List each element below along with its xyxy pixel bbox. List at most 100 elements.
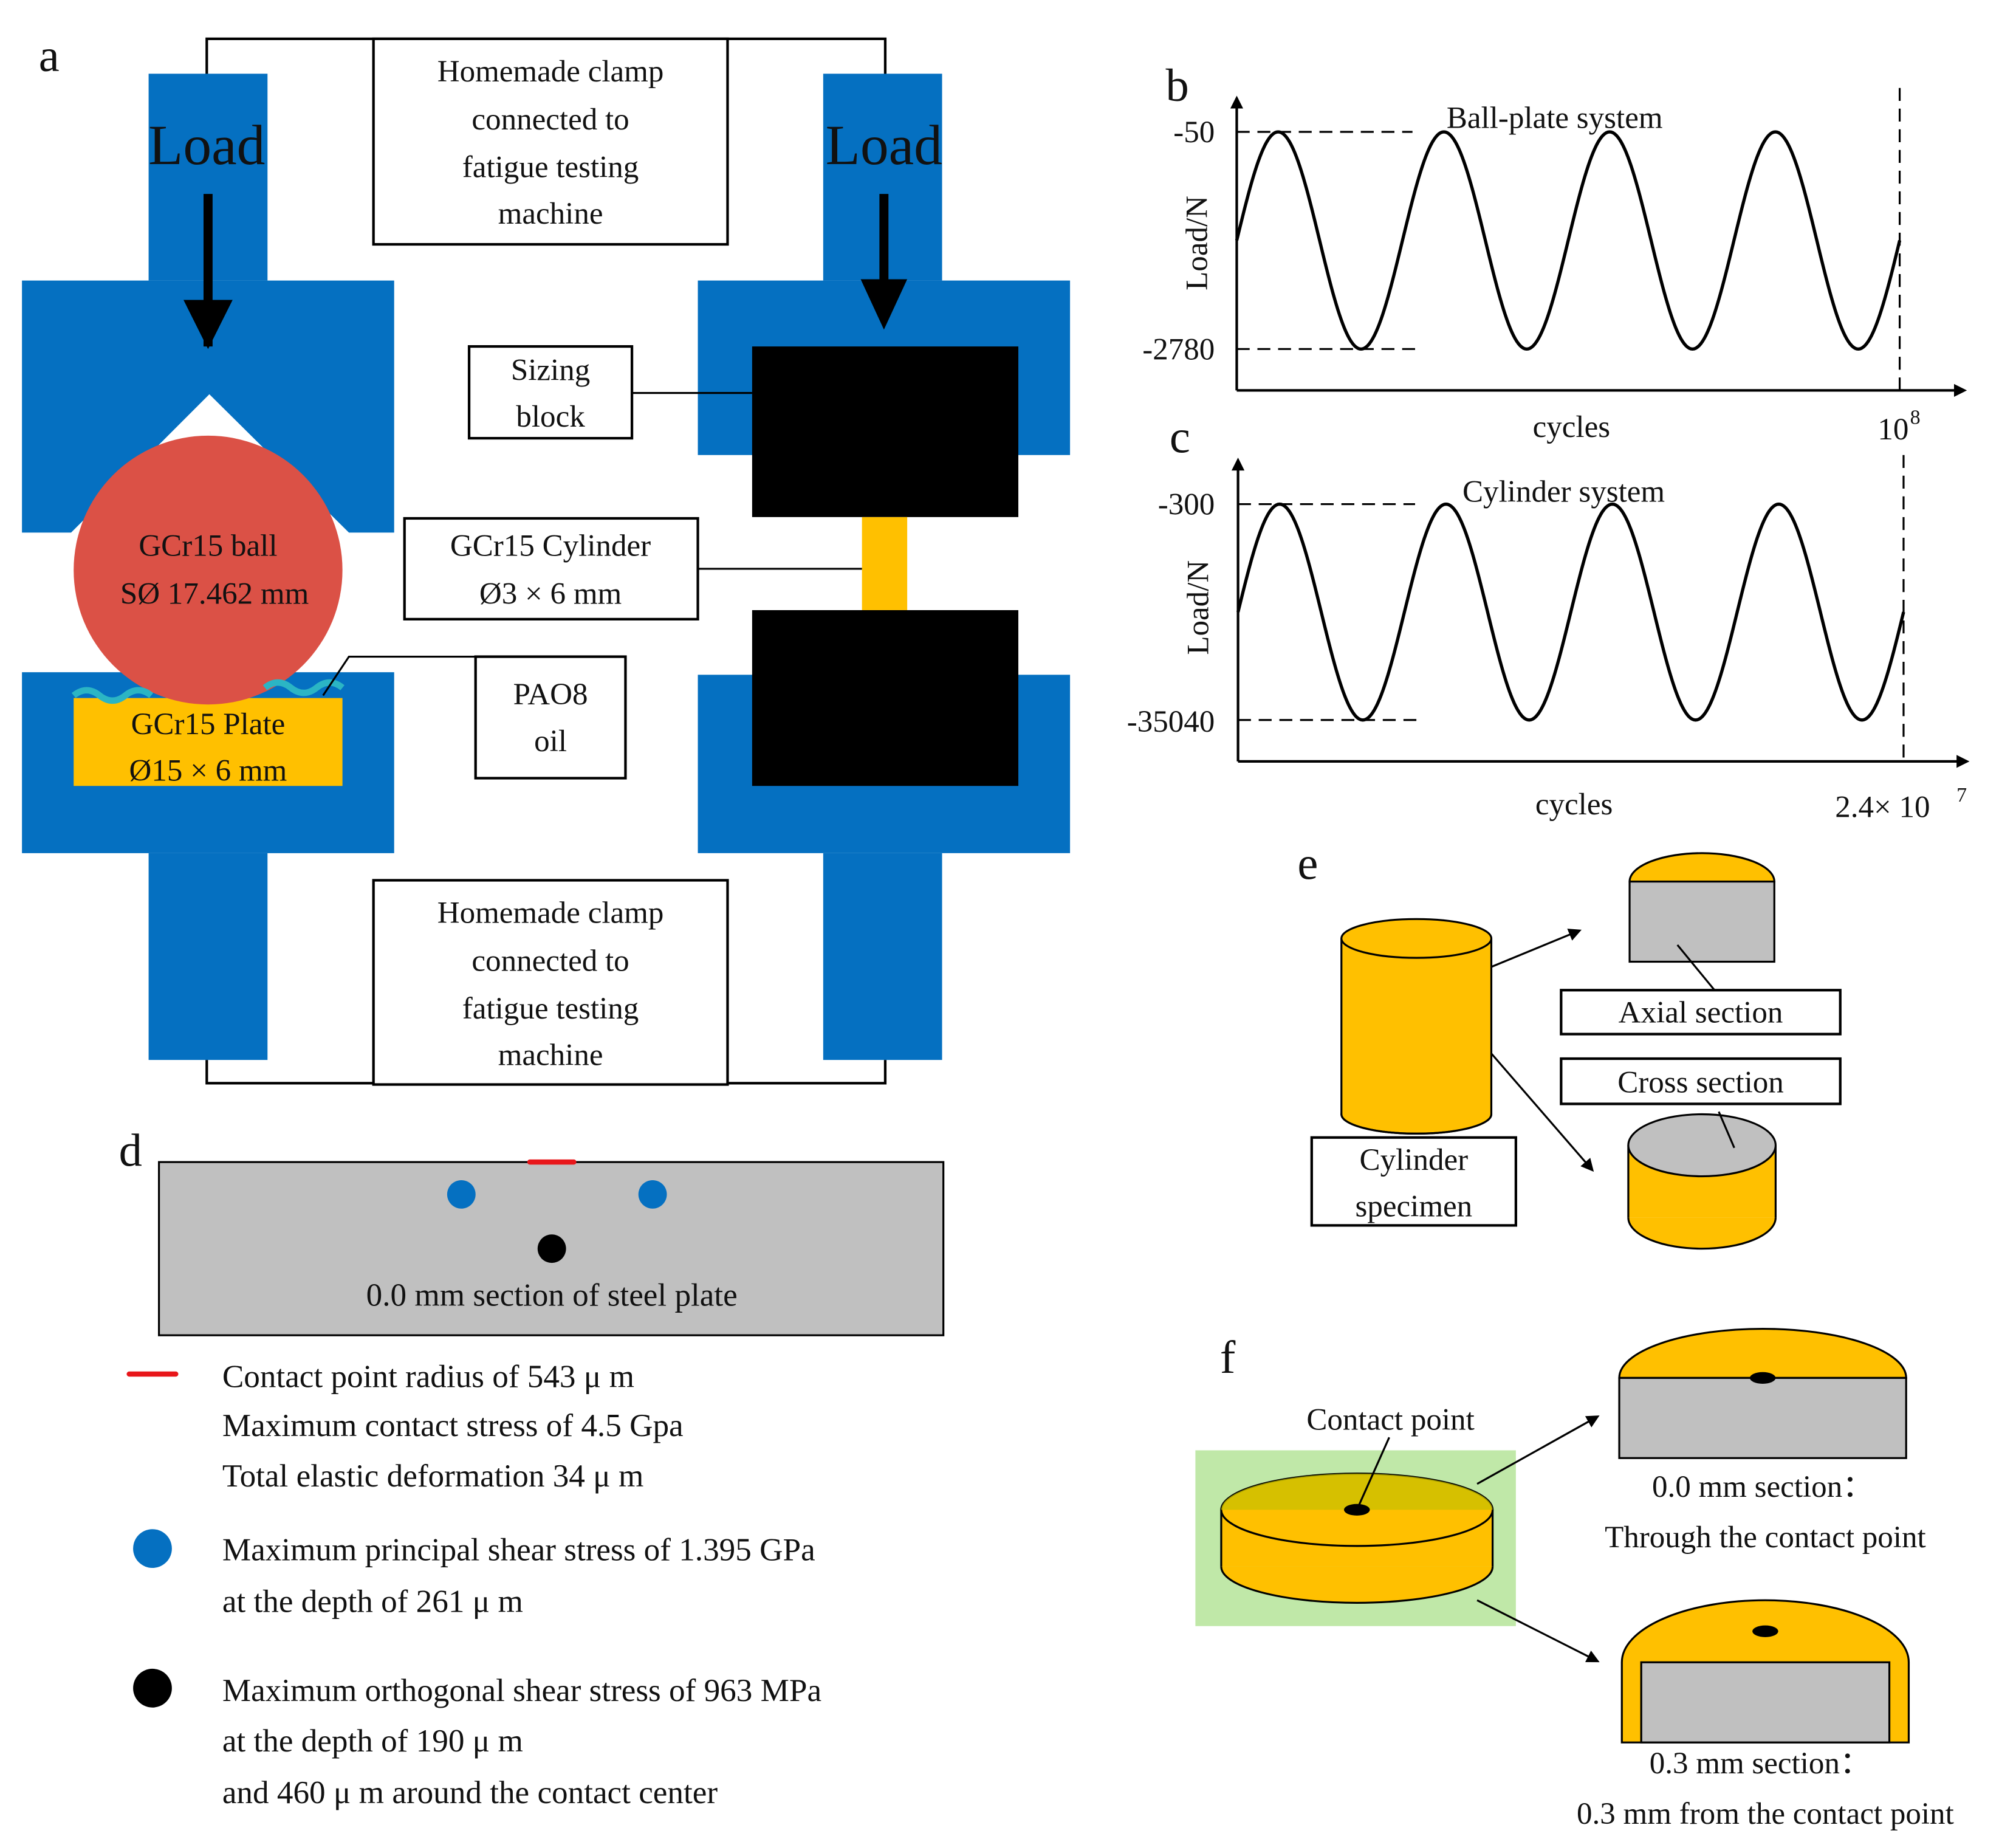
steel-plate-section — [158, 1161, 945, 1336]
section0-3d — [1618, 1327, 1907, 1459]
sizing-block-top — [752, 346, 1019, 517]
ball-label: GCr15 ball SØ 17.462 mm — [120, 529, 309, 611]
plate-label: GCr15 Plate Ø15 × 6 mm — [129, 707, 287, 788]
legend-contact-line2: Maximum contact stress of 4.5 Gpa — [222, 1407, 684, 1443]
c-load-curve — [1236, 502, 1905, 722]
sizing-block-bottom — [752, 610, 1019, 786]
panel-e: e Cylinder specimen Axial section Cr — [1297, 837, 1842, 1250]
panel-c-letter: c — [1170, 411, 1190, 462]
section0-line1: 0.0 mm section： — [1652, 1470, 1873, 1504]
cylinder-label: GCr15 Cylinder Ø3 × 6 mm — [450, 529, 651, 611]
oil-box — [474, 655, 627, 780]
ball-label-line2: SØ 17.462 mm — [120, 577, 309, 611]
section0-label: 0.0 mm section： Through the contact poin… — [1605, 1470, 1926, 1555]
section03-line1: 0.3 mm section： — [1650, 1747, 1871, 1781]
specimen-box — [1310, 1136, 1518, 1227]
b-load-curve — [1235, 130, 1902, 351]
clamp-top-label: Homemade clamp connected to fatigue test… — [437, 55, 664, 231]
axial-box — [1560, 989, 1842, 1036]
panel-d-letter: d — [119, 1125, 142, 1177]
legend-orthogonal-line2: at the depth of 190 μ m — [222, 1723, 523, 1759]
cylinder-label-line1: GCr15 Cylinder — [450, 529, 651, 563]
cylinder-label-line2: Ø3 × 6 mm — [479, 577, 622, 611]
panel-c: c Cylinder system -300 -35040 Load/N cyc… — [1127, 411, 1970, 824]
section0-arrow — [1476, 1415, 1600, 1485]
panel-f: f Contact point 0.0 mm section： Through … — [1195, 1327, 1954, 1831]
legend-black-dot — [133, 1668, 172, 1708]
b-y-bottom-tick: -2780 — [1142, 332, 1215, 366]
specimen-line2: specimen — [1355, 1190, 1472, 1224]
legend-principal-line2: at the depth of 261 μ m — [222, 1583, 523, 1619]
orthogonal-shear-dot — [537, 1234, 566, 1263]
contact-label: Contact point — [1306, 1403, 1474, 1437]
principal-shear-dot-right — [638, 1180, 667, 1209]
cylinder-box — [403, 517, 699, 620]
load-right-arrowhead — [860, 279, 908, 330]
clamp-top-line2: connected to — [471, 103, 629, 137]
panel-b: b Ball-plate system -50 -2780 Load/N cyc… — [1142, 60, 1967, 447]
legend-contact-line1: Contact point radius of 543 μ m — [222, 1358, 634, 1394]
panel-e-letter: e — [1297, 837, 1318, 889]
legend-principal-line1: Maximum principal shear stress of 1.395 … — [222, 1531, 815, 1567]
oil-label: PAO8 oil — [513, 678, 588, 758]
oil-leader — [322, 655, 476, 696]
specimen-line1: Cylinder — [1360, 1143, 1469, 1177]
panel-d: d 0.0 mm section of steel plate Contact … — [119, 1125, 945, 1810]
b-y-label: Load/N — [1181, 196, 1215, 290]
section0-line2: Through the contact point — [1605, 1521, 1926, 1555]
clamp-bottom-line4: machine — [498, 1039, 603, 1073]
axial-arrow — [1490, 929, 1582, 968]
cylinder-specimen-3d — [1340, 918, 1493, 1135]
legend-orthogonal: Maximum orthogonal shear stress of 963 M… — [222, 1672, 821, 1810]
panel-f-letter: f — [1220, 1332, 1236, 1383]
plate-label-line1: GCr15 Plate — [131, 707, 286, 741]
section03-arrow — [1476, 1599, 1600, 1663]
c-title: Cylinder system — [1462, 475, 1665, 509]
plate-label-line2: Ø15 × 6 mm — [129, 754, 287, 788]
oil-label-line1: PAO8 — [513, 678, 588, 712]
clamp-bottom-line3: fatigue testing — [462, 992, 639, 1026]
legend-orthogonal-line3: and 460 μ m around the contact center — [222, 1775, 718, 1810]
c-y-label: Load/N — [1182, 560, 1216, 655]
legend-orthogonal-line1: Maximum orthogonal shear stress of 963 M… — [222, 1672, 821, 1708]
ball — [74, 435, 343, 705]
c-x-end-base: 2.4× 10 — [1835, 790, 1930, 824]
load-right-label: Load — [826, 114, 942, 177]
section03-3d — [1620, 1599, 1910, 1744]
clamp-bottom-line2: connected to — [471, 944, 629, 978]
principal-shear-dot-left — [447, 1180, 476, 1209]
clamp-bottom-line1: Homemade clamp — [437, 896, 664, 930]
clamp-top-box — [372, 37, 729, 246]
clamp-top-line3: fatigue testing — [462, 150, 639, 184]
cross-arrow — [1490, 1053, 1594, 1172]
clamp-bottom-box — [372, 879, 729, 1086]
c-x-end-exp: 7 — [1956, 784, 1967, 806]
c-y-top-tick: -300 — [1158, 488, 1215, 522]
oil-label-line2: oil — [534, 724, 567, 758]
panel-a: a GCr15 ball SØ 17.462 mm GCr15 Plate Ø1… — [22, 30, 1071, 1086]
axial-section-3d — [1628, 852, 1775, 996]
section03-line2: 0.3 mm from the contact point — [1577, 1797, 1954, 1831]
panel-a-letter: a — [39, 30, 60, 81]
c-y-bottom-tick: -35040 — [1127, 705, 1215, 739]
specimen-label: Cylinder specimen — [1355, 1143, 1472, 1224]
legend-blue-dot — [133, 1529, 172, 1569]
clamp-top-line1: Homemade clamp — [437, 55, 664, 89]
section-label: 0.0 mm section of steel plate — [366, 1277, 738, 1313]
cylinder-specimen — [862, 517, 908, 610]
ball-label-line1: GCr15 ball — [139, 529, 277, 563]
cross-section-3d — [1627, 1111, 1777, 1250]
plate — [74, 698, 343, 786]
panel-b-letter: b — [1165, 60, 1188, 111]
axial-label: Axial section — [1619, 995, 1783, 1029]
sizing-block-line2: block — [516, 400, 585, 434]
legend-principal: Maximum principal shear stress of 1.395 … — [222, 1531, 815, 1619]
b-title: Ball-plate system — [1447, 101, 1663, 136]
b-x-label: cycles — [1533, 410, 1611, 444]
b-x-end-exp: 8 — [1910, 407, 1921, 429]
section03-label: 0.3 mm section： 0.3 mm from the contact … — [1577, 1747, 1954, 1831]
sizing-block-label: Sizing block — [511, 353, 590, 434]
disk-specimen-3d — [1220, 1437, 1494, 1604]
oil-film — [71, 679, 345, 704]
